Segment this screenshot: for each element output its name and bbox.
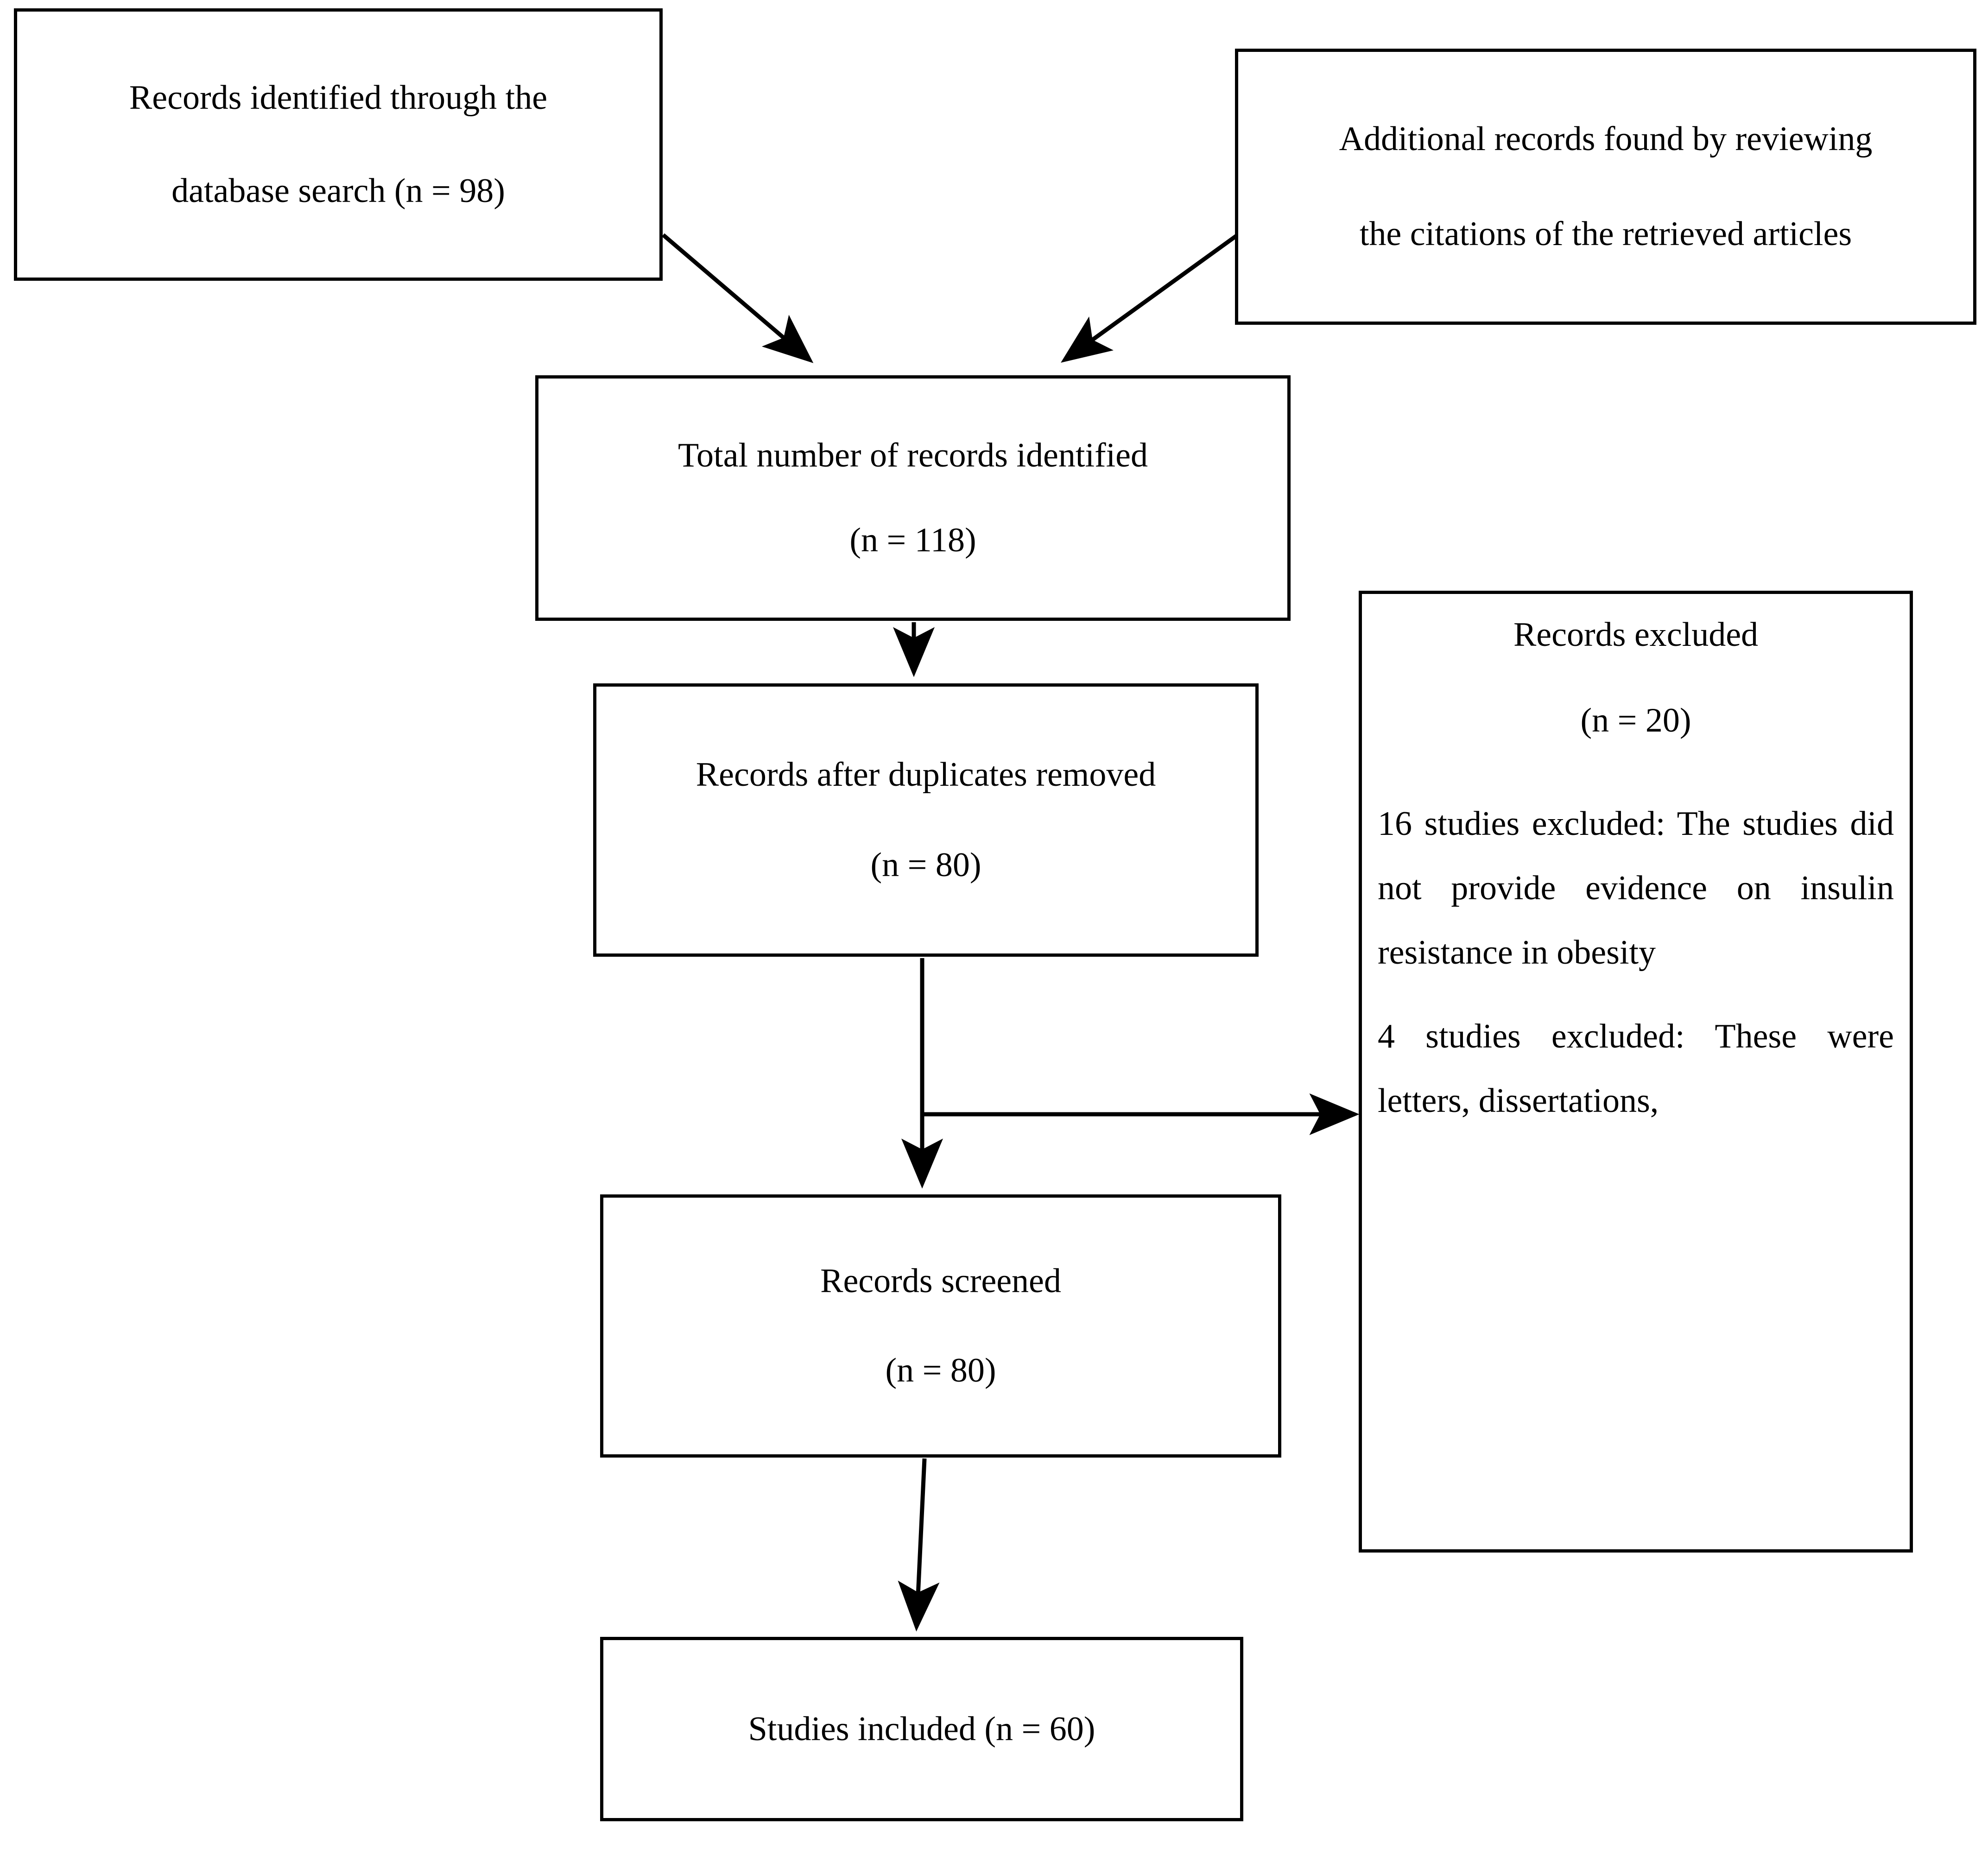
total-identified-line-1: Total number of records identified bbox=[677, 436, 1148, 475]
db-search-line-2: database search (n = 98) bbox=[171, 172, 505, 210]
records-excluded-reason-2: 4 studies excluded: These were letters, … bbox=[1378, 1017, 1894, 1120]
box-records-screened: Records screened (n = 80) bbox=[600, 1194, 1281, 1458]
box-records-identified-database-search: Records identified through the database … bbox=[14, 8, 663, 281]
box-records-after-duplicates-removed: Records after duplicates removed (n = 80… bbox=[593, 683, 1259, 957]
connector-db-search-to-total bbox=[662, 233, 814, 363]
connector-additional-to-total bbox=[1061, 234, 1238, 363]
records-excluded-reason-1: 16 studies excluded: The studies did not… bbox=[1378, 804, 1894, 972]
spacer-excluded-b bbox=[1378, 740, 1894, 792]
additional-records-line-1: Additional records found by reviewing bbox=[1339, 120, 1873, 158]
records-excluded-count: (n = 20) bbox=[1580, 701, 1691, 740]
spacer-excluded-a bbox=[1378, 654, 1894, 702]
db-search-line-1: Records identified through the bbox=[129, 79, 548, 117]
connector-screened-to-included bbox=[898, 1458, 940, 1632]
box-studies-included: Studies included (n = 60) bbox=[600, 1637, 1243, 1821]
records-screened-line-1: Records screened bbox=[820, 1262, 1061, 1301]
box-additional-records: Additional records found by reviewing th… bbox=[1235, 49, 1976, 325]
duplicates-removed-count: (n = 80) bbox=[870, 846, 981, 884]
spacer-excluded-c bbox=[1378, 985, 1894, 1004]
total-identified-count: (n = 118) bbox=[849, 521, 976, 559]
box-records-excluded: Records excluded (n = 20) 16 studies exc… bbox=[1359, 591, 1913, 1553]
studies-included-line-1: Studies included (n = 60) bbox=[748, 1710, 1095, 1748]
duplicates-removed-line-1: Records after duplicates removed bbox=[696, 756, 1156, 794]
records-screened-count: (n = 80) bbox=[885, 1351, 996, 1389]
records-excluded-heading: Records excluded bbox=[1513, 616, 1759, 654]
additional-records-line-2: the citations of the retrieved articles bbox=[1359, 215, 1852, 253]
box-total-records-identified: Total number of records identified (n = … bbox=[535, 375, 1291, 621]
